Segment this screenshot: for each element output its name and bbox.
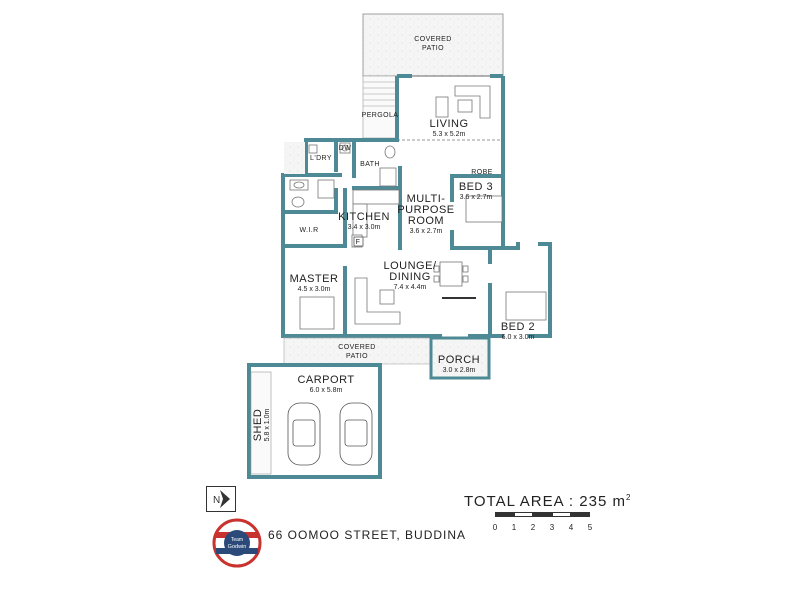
scale-bar-graphic	[495, 512, 590, 517]
shed-dim: 5.8 x 1.0m	[264, 408, 271, 441]
scale-tick: 5	[587, 523, 593, 532]
ensuite-fixtures	[289, 179, 335, 208]
courtyard-area	[284, 142, 305, 174]
pergola-stairs	[363, 81, 397, 107]
lounge-sofa	[354, 277, 401, 325]
lounge-label-1: LOUNGE/	[383, 260, 436, 272]
carport-label: CARPORT	[297, 374, 354, 386]
lounge-dim: 7.4 x 4.4m	[394, 284, 427, 291]
master-dim: 4.5 x 3.0m	[298, 286, 331, 293]
property-address: 66 OOMOO STREET, BUDDINA	[268, 528, 467, 542]
north-compass: N	[206, 486, 236, 512]
robe-label: ROBE	[471, 169, 492, 176]
multipurpose-dim: 3.6 x 2.7m	[410, 228, 443, 235]
bed3-bed	[465, 195, 503, 223]
covered-patio-bottom-label-1: COVERED	[338, 344, 375, 351]
porch-area	[429, 336, 491, 380]
total-area: TOTAL AREA : 235 m2	[464, 493, 631, 510]
porch-dim: 3.0 x 2.8m	[443, 367, 476, 374]
covered-patio-top-area	[362, 13, 504, 77]
fridge-box	[353, 236, 364, 247]
multipurpose-label-3: ROOM	[408, 215, 444, 227]
bed3-label: BED 3	[459, 181, 493, 193]
master-label: MASTER	[290, 273, 339, 285]
dw-label: DW	[339, 145, 351, 152]
living-walls	[395, 74, 505, 140]
covered-patio-top-label-1: COVERED	[414, 36, 451, 43]
pergola-area	[362, 75, 398, 139]
compass-letter: N	[213, 495, 220, 506]
scale-tick: 2	[530, 523, 536, 532]
bed2-label: BED 2	[501, 321, 535, 333]
total-area-label: TOTAL AREA : 235 m	[464, 493, 626, 510]
covered-patio-top-label-2: PATIO	[422, 45, 444, 52]
team-godwin-logo: Team Godwin	[212, 518, 262, 568]
scale-tick: 1	[511, 523, 517, 532]
shed-label: SHED	[252, 409, 264, 442]
multipurpose-label-1: MULTI-	[407, 193, 446, 205]
scale-tick: 0	[492, 523, 498, 532]
laundry-label: L'DRY	[310, 155, 332, 162]
lounge-label-2: DINING	[389, 271, 431, 283]
total-area-sup: 2	[625, 493, 632, 502]
scale-tick: 3	[549, 523, 555, 532]
bath-label: BATH	[360, 161, 380, 168]
bed3-dim: 3.6 x 2.7m	[460, 194, 493, 201]
fridge-label: F	[356, 239, 361, 246]
covered-patio-bottom-label-2: PATIO	[346, 353, 368, 360]
living-dim: 5.3 x 5.2m	[433, 131, 466, 138]
kitchen-benches	[351, 189, 400, 248]
porch-label: PORCH	[438, 354, 480, 366]
multipurpose-label-2: PURPOSE	[397, 204, 454, 216]
wir-label: W.I.R	[299, 227, 318, 234]
kitchen-label: KITCHEN	[338, 211, 390, 223]
kitchen-dim: 3.4 x 3.0m	[348, 224, 381, 231]
covered-patio-bottom-area	[283, 337, 432, 365]
bath-fixtures	[308, 142, 397, 187]
living-label: LIVING	[429, 118, 468, 130]
car-right	[339, 402, 373, 466]
bed2-bed	[505, 291, 547, 321]
logo-text-2: Godwin	[228, 544, 247, 550]
bed2-dim: 6.0 x 3.0m	[502, 334, 535, 341]
dining-table	[433, 261, 469, 287]
main-walls	[281, 138, 552, 338]
pergola-label: PERGOLA	[362, 112, 399, 119]
shed-area	[250, 371, 272, 475]
car-left	[287, 402, 321, 466]
scale-tick: 4	[568, 523, 574, 532]
logo-text-1: Team	[231, 537, 243, 543]
scale-bar: 0 1 2 3 4 5	[490, 512, 600, 542]
compass-arrow-icon: N	[206, 486, 236, 512]
carport-dim: 6.0 x 5.8m	[310, 387, 343, 394]
logo-icon: Team Godwin	[212, 518, 262, 568]
living-sofa	[435, 85, 491, 119]
master-bed	[299, 296, 335, 330]
